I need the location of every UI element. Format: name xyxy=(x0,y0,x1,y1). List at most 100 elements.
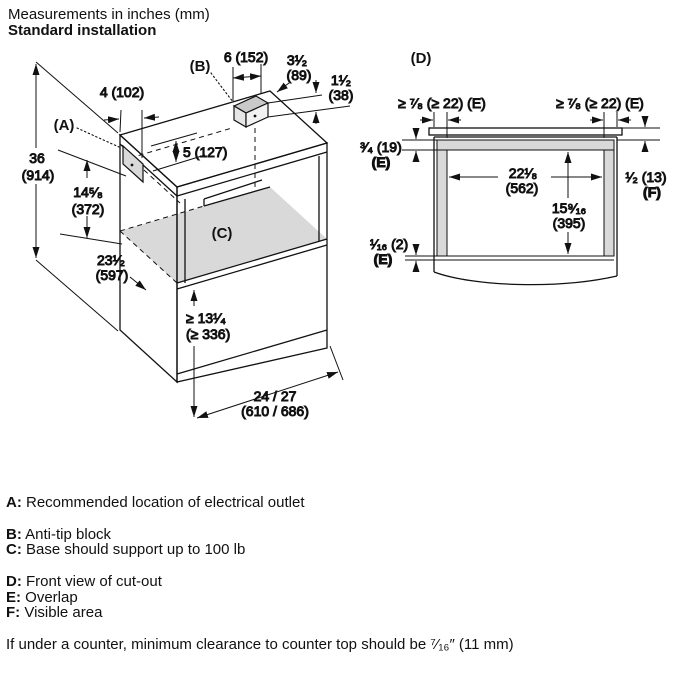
svg-text:(597): (597) xyxy=(96,267,129,283)
svg-text:(F): (F) xyxy=(643,184,661,200)
cabinet-isometric-view: (A) (B) (C) 36 (914) 4 (102) 6 (152) xyxy=(21,49,354,420)
svg-text:≥ ⁷⁄₈ (≥ 22) (E): ≥ ⁷⁄₈ (≥ 22) (E) xyxy=(556,95,644,111)
svg-text:4 (102): 4 (102) xyxy=(100,84,144,100)
svg-text:(≥ 336): (≥ 336) xyxy=(186,326,230,342)
outlet-dot xyxy=(130,163,134,167)
callout-d: (D) xyxy=(411,50,432,67)
anti-tip-block xyxy=(232,95,270,129)
legend-key: E: xyxy=(6,589,21,606)
svg-text:6 (152): 6 (152) xyxy=(224,49,268,65)
legend-key: A: xyxy=(6,494,22,511)
svg-text:(914): (914) xyxy=(22,167,55,183)
legend-item-d: D: Front view of cut-out xyxy=(6,573,162,590)
legend-item-b: B: Anti-tip block xyxy=(6,526,111,543)
dim-overlap-right: ≥ ⁷⁄₈ (≥ 22) (E) xyxy=(556,95,644,138)
legend-key: F: xyxy=(6,604,21,621)
legend-key: C: xyxy=(6,541,22,558)
dim-cutout-height: 14⁵⁄₈ (372) xyxy=(57,149,127,245)
legend-item-a: A: Recommended location of electrical ou… xyxy=(6,494,304,511)
svg-text:(38): (38) xyxy=(329,87,354,103)
legend-key: B: xyxy=(6,526,22,543)
overlap-top-band xyxy=(436,139,615,151)
installation-diagram: (A) (B) (C) 36 (914) 4 (102) 6 (152) xyxy=(21,49,667,420)
block-dot xyxy=(253,114,257,118)
extension-line xyxy=(119,109,122,133)
leader-line xyxy=(76,127,120,148)
hidden-line xyxy=(143,169,181,204)
callout-a: (A) xyxy=(54,117,75,134)
legend-text: Overlap xyxy=(25,589,78,606)
dim-overlap-left: ≥ ⁷⁄₈ (≥ 22) (E) xyxy=(398,95,486,138)
dim-overlap-bottom: ¹⁄₁₆ (2) (E) xyxy=(369,236,420,272)
dim-outlet-depth: 4 (102) xyxy=(99,84,160,158)
dim-overlap-top: ³⁄₄ (19) (E) xyxy=(360,128,447,171)
overlap-left-band xyxy=(436,149,448,257)
svg-text:36: 36 xyxy=(29,150,45,166)
svg-text:22¹⁄₈: 22¹⁄₈ xyxy=(509,165,537,181)
svg-text:5 (127): 5 (127) xyxy=(183,144,227,160)
callout-b: (B) xyxy=(190,58,211,75)
dim-cutout-inner-height: 15⁹⁄₁₆ (395) xyxy=(551,152,587,254)
extension-line xyxy=(35,61,119,134)
svg-text:15⁹⁄₁₆: 15⁹⁄₁₆ xyxy=(552,200,586,216)
extension-line xyxy=(267,94,323,104)
hidden-line xyxy=(119,230,178,284)
extension-line xyxy=(150,132,198,147)
svg-text:(372): (372) xyxy=(72,201,105,217)
extension-line xyxy=(57,149,127,177)
svg-text:24 / 27: 24 / 27 xyxy=(254,388,297,404)
break-line xyxy=(433,271,618,286)
legend-text: Recommended location of electrical outle… xyxy=(26,494,305,511)
dim-block-offset: 3¹⁄₂ (89) xyxy=(276,52,312,93)
callout-c: (C) xyxy=(212,225,233,242)
dim-base-height: ≥ 13¹⁄₄ (≥ 336) xyxy=(186,290,231,417)
extension-line xyxy=(59,233,123,245)
svg-text:14⁵⁄₈: 14⁵⁄₈ xyxy=(73,184,103,200)
page-title: Standard installation xyxy=(8,22,157,39)
legend-text: Anti-tip block xyxy=(25,526,112,543)
cutout-opening xyxy=(446,149,605,257)
extension-line xyxy=(329,345,344,381)
dim-overall-height: 36 (914) xyxy=(21,61,119,332)
overlap-right-band xyxy=(603,149,615,257)
svg-text:3¹⁄₂: 3¹⁄₂ xyxy=(287,52,307,68)
electrical-outlet xyxy=(122,144,144,184)
legend-item-f: F: Visible area xyxy=(6,604,102,621)
hidden-lines xyxy=(119,127,256,284)
legend-text: Base should support up to 100 lb xyxy=(26,541,246,558)
dim-visible-area: ¹⁄₂ (13) (F) xyxy=(617,116,667,201)
hidden-line xyxy=(119,205,205,232)
extension-line xyxy=(267,105,351,118)
svg-text:¹⁄₂ (13): ¹⁄₂ (13) xyxy=(625,169,666,185)
svg-text:≥ ⁷⁄₈ (≥ 22) (E): ≥ ⁷⁄₈ (≥ 22) (E) xyxy=(398,95,486,111)
countertop-edge xyxy=(428,127,623,136)
legend-item-e: E: Overlap xyxy=(6,589,78,606)
legend-key: D: xyxy=(6,573,22,590)
footnote: If under a counter, minimum clearance to… xyxy=(6,636,514,653)
units-note: Measurements in inches (mm) xyxy=(8,6,210,23)
svg-text:23¹⁄₂: 23¹⁄₂ xyxy=(97,252,125,268)
legend-text: Front view of cut-out xyxy=(26,573,162,590)
dim-overall-width: 24 / 27 (610 / 686) xyxy=(196,345,344,420)
base-shelf-shade xyxy=(120,187,327,283)
cutout-front-view: (D) ≥ ⁷⁄₈ (≥ 22) (E) ≥ ⁷⁄₈ (≥ 22 xyxy=(360,50,667,286)
dim-top-gap: 5 (127) xyxy=(150,132,228,172)
svg-text:(89): (89) xyxy=(287,67,312,83)
svg-text:(562): (562) xyxy=(506,180,539,196)
dim-block-height: 1¹⁄₂ (38) xyxy=(267,72,354,124)
extension-line xyxy=(152,154,206,172)
dim-cutout-depth: 23¹⁄₂ (597) xyxy=(95,252,147,291)
dim-cutout-width: 22¹⁄₈ (562) xyxy=(449,165,602,197)
svg-text:≥ 13¹⁄₄: ≥ 13¹⁄₄ xyxy=(186,310,226,326)
legend-item-c: C: Base should support up to 100 lb xyxy=(6,541,245,558)
legend-text: Visible area xyxy=(24,604,103,621)
svg-text:(610 / 686): (610 / 686) xyxy=(241,403,309,419)
leader-line xyxy=(210,72,234,103)
cabinet-front-face xyxy=(176,142,328,383)
svg-text:(E): (E) xyxy=(372,154,391,170)
svg-text:¹⁄₁₆ (2): ¹⁄₁₆ (2) xyxy=(370,236,408,252)
svg-text:³⁄₄ (19): ³⁄₄ (19) xyxy=(360,139,402,155)
svg-text:(E): (E) xyxy=(374,251,393,267)
dim-block-width: 6 (152) xyxy=(223,49,269,101)
svg-text:(395): (395) xyxy=(553,215,586,231)
